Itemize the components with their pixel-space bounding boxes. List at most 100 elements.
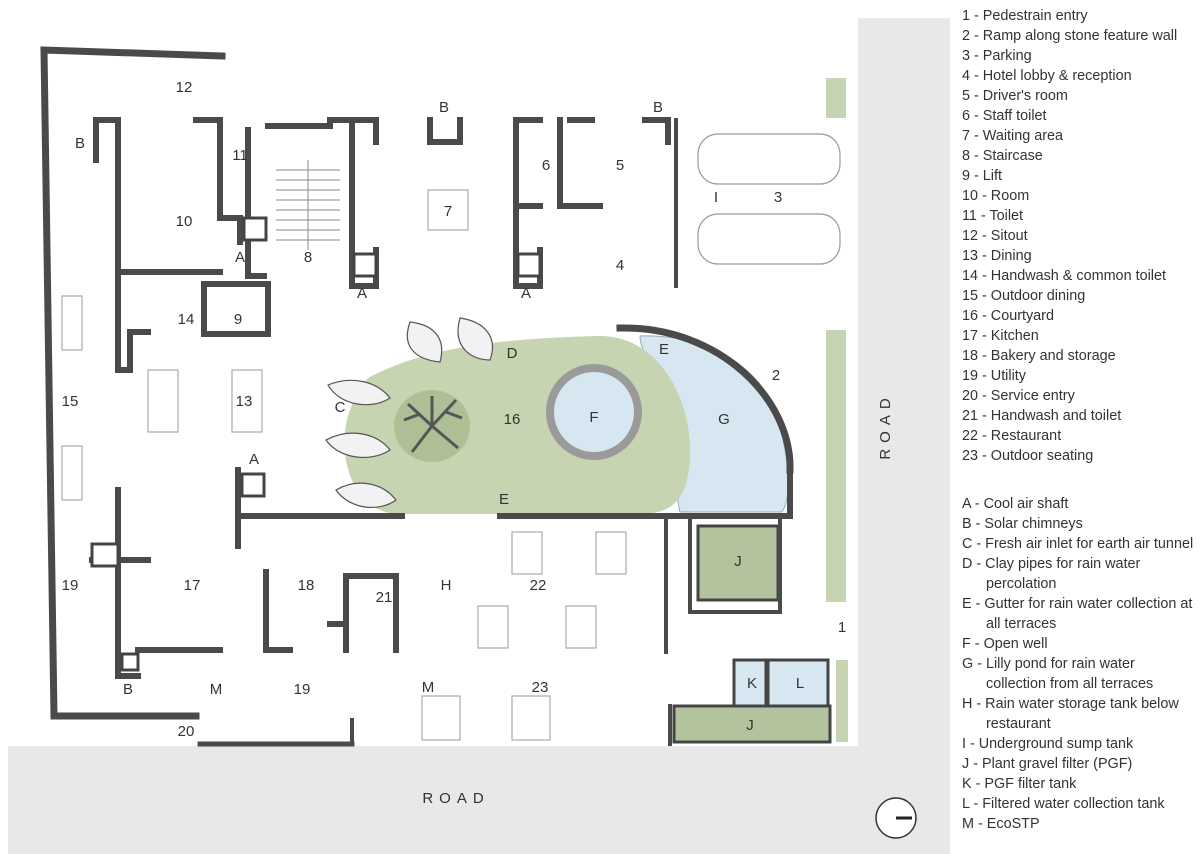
- zone-label-d: D: [507, 345, 518, 362]
- legend-item: 4 - Hotel lobby & reception: [962, 68, 1132, 84]
- legend-numbered: 1 - Pedestrain entry 2 - Ramp along stone…: [962, 6, 1198, 466]
- legend-item: F - Open well: [962, 636, 1048, 652]
- tree-branches: [403, 396, 463, 453]
- open-well-water: [554, 372, 634, 452]
- zone-label-19-kitchen: 19: [62, 577, 79, 594]
- legend-item: D - Clay pipes for rain water percolatio…: [962, 556, 1141, 592]
- legend-item: 18 - Bakery and storage: [962, 348, 1116, 364]
- tank-k: [732, 658, 768, 708]
- legend-item: 7 - Waiting area: [962, 128, 1064, 144]
- zone-label-1: 1: [838, 619, 846, 636]
- air-inlet-petal: [406, 321, 443, 363]
- legend-item: 22 - Restaurant: [962, 428, 1062, 444]
- zone-label-8: 8: [304, 249, 312, 266]
- legend-lettered: A - Cool air shaft B - Solar chimneys C - …: [962, 494, 1198, 834]
- legend-item: 17 - Kitchen: [962, 328, 1039, 344]
- road-label-bottom: ROAD: [422, 790, 489, 807]
- legend-item: 23 - Outdoor seating: [962, 448, 1094, 464]
- zone-label-22: 22: [530, 577, 547, 594]
- zone-label-a-stair: A: [235, 249, 245, 266]
- legend-item: M - EcoSTP: [962, 816, 1040, 832]
- zone-label-a-lobby-right: A: [521, 285, 531, 302]
- legend-item: G - Lilly pond for rain water collection…: [962, 656, 1154, 692]
- zone-label-11: 11: [232, 147, 248, 164]
- zone-label-g: G: [718, 411, 730, 428]
- legend-item: J - Plant gravel filter (PGF): [962, 756, 1133, 772]
- zone-label-b-bottom: B: [123, 681, 133, 698]
- legend-item: 10 - Room: [962, 188, 1030, 204]
- zone-label-13: 13: [236, 393, 253, 410]
- zone-label-17: 17: [184, 577, 201, 594]
- legend-item: 14 - Handwash & common toilet: [962, 268, 1166, 284]
- legend-item: 11 - Toilet: [962, 208, 1024, 224]
- air-inlet-petal: [325, 432, 391, 458]
- zone-label-4: 4: [616, 257, 624, 274]
- zone-label-6: 6: [542, 157, 550, 174]
- zone-label-b-top-left: B: [439, 99, 449, 116]
- shaft-boxes: [90, 216, 542, 672]
- furniture: [61, 189, 627, 741]
- legend-item: K - PGF filter tank: [962, 776, 1077, 792]
- zone-label-9: 9: [234, 311, 242, 328]
- legend-item: E - Gutter for rain water collection at …: [962, 596, 1193, 632]
- road-label-right: ROAD: [877, 392, 894, 459]
- zone-label-19-bottom: 19: [294, 681, 311, 698]
- zone-label-j-lower: J: [746, 717, 754, 734]
- legend-item: L - Filtered water collection tank: [962, 796, 1165, 812]
- planter-right: [826, 330, 846, 602]
- zone-label-10: 10: [176, 213, 193, 230]
- legend-item: 8 - Staircase: [962, 148, 1043, 164]
- legend-item: C - Fresh air inlet for earth air tunnel: [962, 536, 1194, 552]
- legend-item: A - Cool air shaft: [962, 496, 1069, 512]
- zone-label-j-upper: J: [734, 553, 742, 570]
- parked-cars: [697, 133, 841, 265]
- zone-label-m-left: M: [210, 681, 223, 698]
- legend-item: 6 - Staff toilet: [962, 108, 1047, 124]
- legend-item: 15 - Outdoor dining: [962, 288, 1086, 304]
- zone-label-e-bottom: E: [499, 491, 509, 508]
- planter-bottom-right: [836, 660, 848, 742]
- legend-item: H - Rain water storage tank below restau…: [962, 696, 1179, 732]
- zone-label-18: 18: [298, 577, 315, 594]
- zone-label-7: 7: [444, 203, 452, 220]
- legend-item: 20 - Service entry: [962, 388, 1075, 404]
- legend-item: 13 - Dining: [962, 248, 1032, 264]
- filter-j-upper: [696, 524, 780, 602]
- legend-item: 2 - Ramp along stone feature wall: [962, 28, 1178, 44]
- legend-item: 9 - Lift: [962, 168, 1002, 184]
- road-right-strip: [858, 18, 950, 854]
- floor-plan: 1 2 3 4 5 6 7 8 9 10 11 12 13 14 15 16 1…: [8, 18, 950, 854]
- zone-label-i: I: [714, 189, 718, 206]
- zone-label-h: H: [441, 577, 452, 594]
- zone-label-l: L: [796, 675, 804, 692]
- air-inlet-petal: [457, 317, 494, 361]
- zone-label-12: 12: [176, 79, 193, 96]
- road-bottom-strip: [8, 746, 866, 854]
- planter-top-right: [826, 78, 846, 118]
- legend-item: B - Solar chimneys: [962, 516, 1083, 532]
- legend-item: I - Underground sump tank: [962, 736, 1134, 752]
- air-inlet-petal: [327, 379, 391, 406]
- zone-label-a-dining: A: [249, 451, 259, 468]
- zone-label-5: 5: [616, 157, 624, 174]
- air-inlet-petal: [335, 482, 397, 508]
- zone-label-b-left: B: [75, 135, 85, 152]
- zone-label-c: C: [335, 399, 346, 416]
- zone-label-16: 16: [504, 411, 521, 428]
- zone-label-b-top-right: B: [653, 99, 663, 116]
- legend-item: 1 - Pedestrain entry: [962, 8, 1088, 24]
- staircase: [276, 160, 340, 250]
- legend-item: 19 - Utility: [962, 368, 1026, 384]
- zone-label-e-top: E: [659, 341, 669, 358]
- zone-label-2: 2: [772, 367, 780, 384]
- zone-label-f: F: [589, 409, 598, 426]
- zone-label-21: 21: [376, 589, 393, 606]
- tank-l: [766, 658, 830, 708]
- zone-label-23: 23: [532, 679, 549, 696]
- legend-item: 12 - Sitout: [962, 228, 1028, 244]
- zone-label-15: 15: [62, 393, 79, 410]
- legend-item: 21 - Handwash and toilet: [962, 408, 1122, 424]
- zone-label-a-lobby-left: A: [357, 285, 367, 302]
- legend-item: 3 - Parking: [962, 48, 1032, 64]
- legend-item: 16 - Courtyard: [962, 308, 1054, 324]
